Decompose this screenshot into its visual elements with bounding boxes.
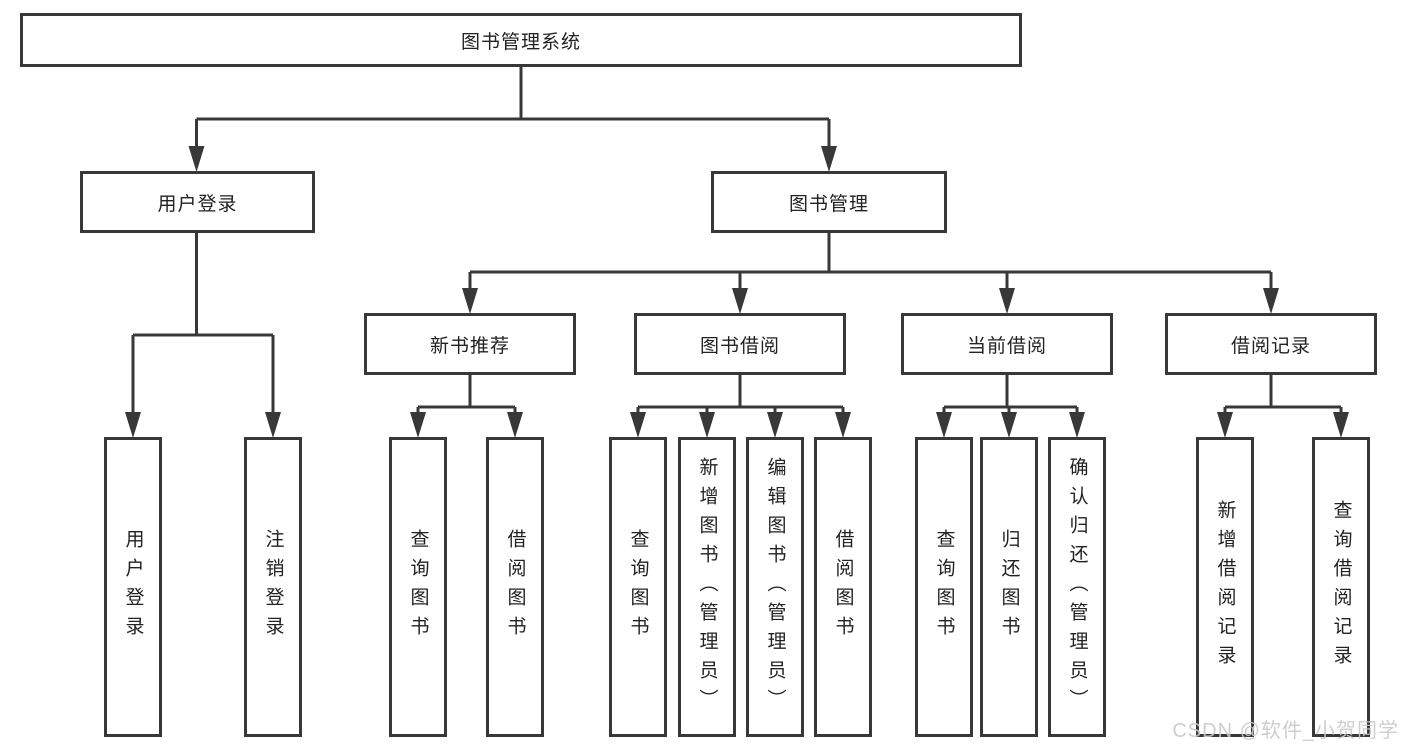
leaf-add-borrow-record: 新增借阅记录	[1196, 437, 1254, 737]
leaf-edit-books-admin: 编辑图书（管理员）	[746, 437, 804, 737]
leaf-return-books: 归还图书	[980, 437, 1038, 737]
leaf-logout: 注销登录	[244, 437, 302, 737]
leaf-borrow-books-2: 借阅图书	[814, 437, 872, 737]
node-book-borrowing: 图书借阅	[634, 313, 846, 375]
connector-current-borrowing-to-leaves	[942, 375, 1079, 418]
arrowheads-user-login-leaves	[125, 412, 281, 438]
leaf-query-books-1: 查询图书	[389, 437, 447, 737]
node-borrowing-records: 借阅记录	[1165, 313, 1377, 375]
arrowheads-borrowing-records-leaves	[1217, 412, 1349, 438]
node-user-login: 用户登录	[80, 171, 315, 233]
leaf-query-books-2: 查询图书	[609, 437, 667, 737]
arrowheads-level3	[462, 288, 1279, 314]
node-root-system: 图书管理系统	[20, 13, 1022, 67]
leaf-user-login: 用户登录	[104, 437, 162, 737]
connector-book-management-to-level3	[468, 233, 1273, 298]
arrowheads-level2	[188, 146, 837, 172]
arrowheads-new-book-leaves	[410, 412, 523, 438]
connector-borrowing-records-to-leaves	[1223, 375, 1343, 418]
leaf-borrow-books-1: 借阅图书	[486, 437, 544, 737]
connector-root-to-level2	[195, 67, 831, 152]
node-current-borrowing: 当前借阅	[901, 313, 1113, 375]
leaf-query-borrow-record: 查询借阅记录	[1312, 437, 1370, 737]
leaf-add-books-admin: 新增图书（管理员）	[678, 437, 736, 737]
arrowheads-book-borrowing-leaves	[630, 412, 851, 438]
leaf-query-books-3: 查询图书	[915, 437, 973, 737]
node-book-management: 图书管理	[711, 171, 947, 233]
connector-user-login-to-leaves	[131, 233, 275, 418]
leaf-confirm-return-admin: 确认归还（管理员）	[1048, 437, 1106, 737]
node-new-book-recommend: 新书推荐	[364, 313, 576, 375]
connector-new-book-to-leaves	[416, 375, 517, 418]
connector-book-borrowing-to-leaves	[636, 375, 845, 418]
arrowheads-current-borrowing-leaves	[936, 412, 1085, 438]
watermark: CSDN @软件_小贺同学	[1172, 720, 1399, 742]
